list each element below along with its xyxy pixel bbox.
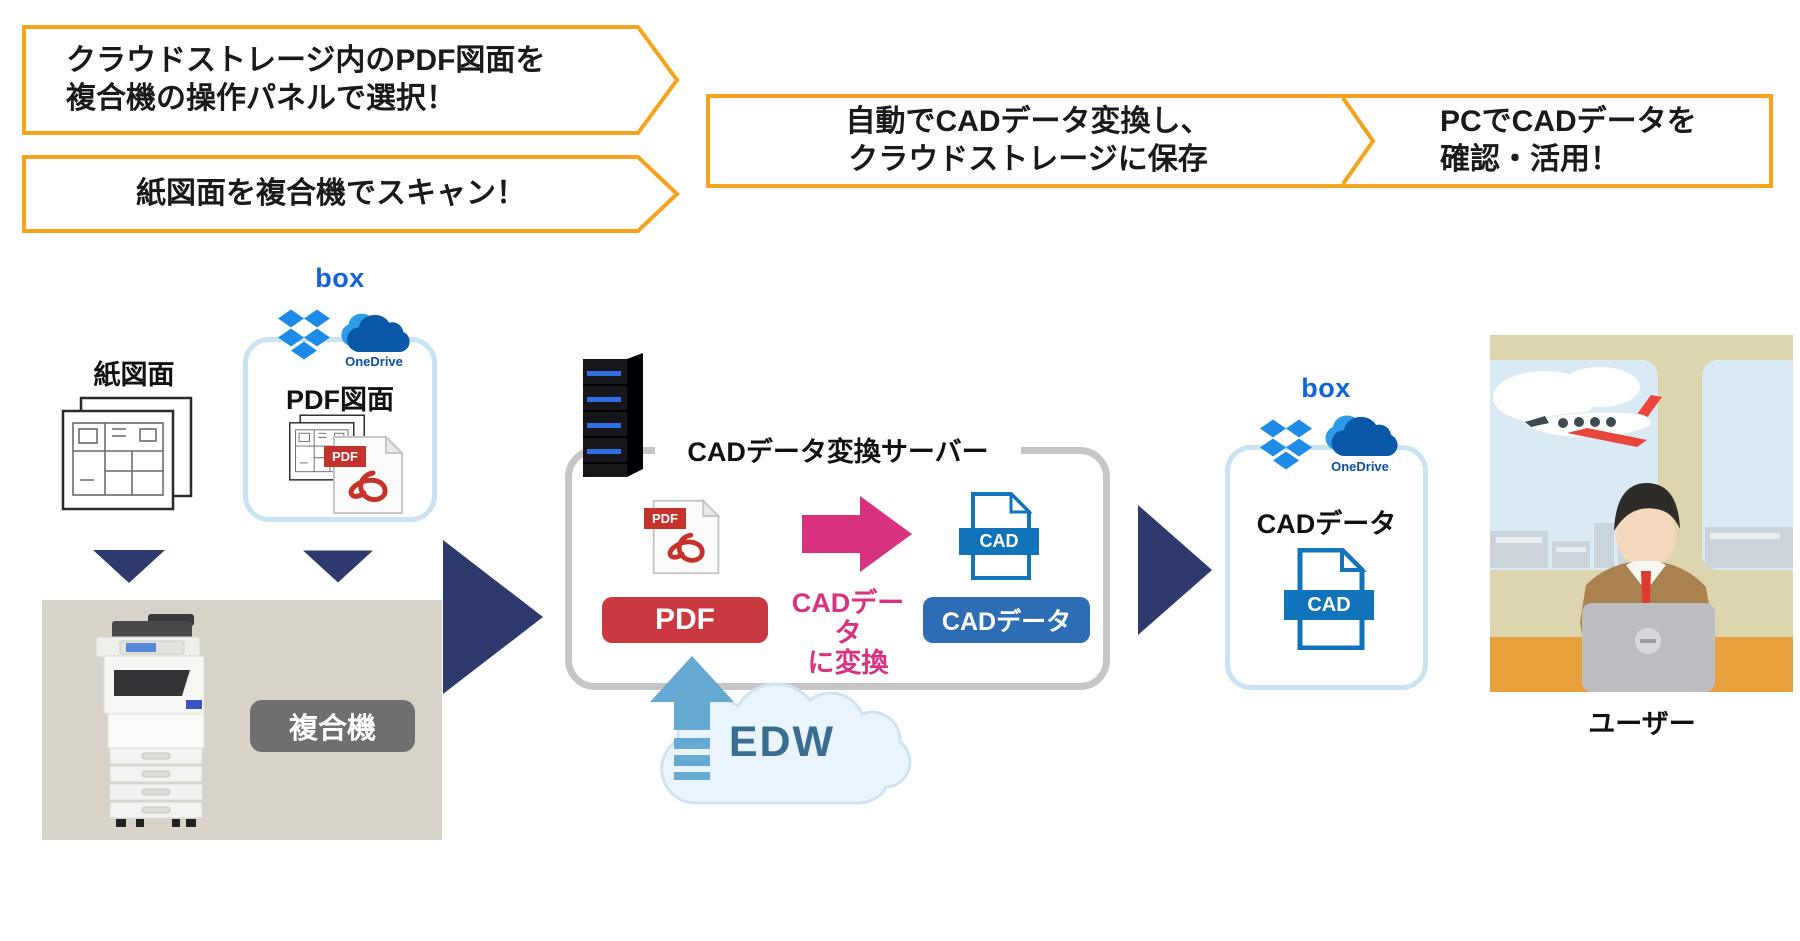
chevron-divider-icon [1341, 98, 1376, 184]
user-illustration [1490, 335, 1793, 692]
cad-data-label: CADデータ [1256, 509, 1397, 539]
box-logo: box [315, 263, 365, 293]
flow-right-arrow-icon [443, 540, 543, 694]
box-logo: box [1301, 373, 1351, 403]
onedrive-wordmark: OneDrive [345, 354, 403, 369]
callout-line: 自動でCADデータ変換し、 [845, 105, 1211, 138]
onedrive-wordmark: OneDrive [1331, 459, 1389, 474]
flow-right-arrow-icon [1138, 505, 1212, 635]
cad-server-title: CADデータ変換サーバー [655, 430, 1021, 469]
paper-drawing-label: 紙図面 [93, 360, 175, 390]
callout-convert-and-use: 自動でCADデータ変換し、 クラウドストレージに保存 PCでCADデータを 確認… [706, 94, 1773, 188]
onedrive-icon [341, 313, 410, 352]
convert-caption: CADデータ に変換 [780, 588, 916, 678]
cad-result-button: CADデータ [923, 597, 1090, 643]
callout-scan-paper-text: 紙図面を複合機でスキャン！ [136, 177, 526, 210]
upload-arrow-icon [650, 656, 734, 780]
callout-line: PCでCADデータを [1440, 105, 1697, 138]
callout-line: 確認・活用！ [1440, 143, 1620, 176]
server-icon [583, 353, 643, 477]
edw-label: EDW [728, 718, 836, 766]
down-arrow-icon [93, 550, 165, 583]
callout-select-pdf-text: クラウドストレージ内のPDF図面を 複合機の操作パネルで選択！ [66, 42, 626, 118]
dropbox-icon [278, 309, 330, 360]
callout-line: クラウドストレージに保存 [848, 143, 1208, 176]
printer-label-badge: 複合機 [250, 700, 415, 752]
convert-arrow-icon [802, 496, 912, 572]
convert-caption-line: に変換 [807, 648, 889, 678]
pdf-badge: PDF [324, 446, 366, 467]
cad-file-band: CAD [1284, 590, 1374, 620]
callout-line: 複合機の操作パネルで選択！ [66, 82, 456, 115]
window-clouds [1493, 367, 1640, 423]
callout-use-on-pc-text: PCでCADデータを 確認・活用！ [1382, 98, 1769, 184]
printer-illustration [95, 614, 205, 827]
callout-arrow-shape [22, 155, 680, 233]
pdf-drawings-label: PDF図面 [286, 385, 394, 415]
pdf-badge: PDF [644, 508, 686, 529]
onedrive-icon [1325, 415, 1398, 457]
callout-auto-convert-text: 自動でCADデータ変換し、 クラウドストレージに保存 [710, 98, 1346, 184]
laptop-icon [1582, 603, 1715, 692]
down-arrow-icon [303, 550, 373, 583]
callout-line: クラウドストレージ内のPDF図面を [66, 44, 546, 77]
pdf-source-button: PDF [602, 597, 768, 643]
paper-drawing-sheets-icon [61, 396, 193, 511]
cad-file-band: CAD [959, 528, 1039, 555]
buildings-highlights [1496, 533, 1780, 552]
callout-select-pdf: クラウドストレージ内のPDF図面を 複合機の操作パネルで選択！ [22, 25, 682, 135]
user-label: ユーザー [1588, 709, 1696, 739]
airplane-icon [1521, 395, 1662, 447]
callout-arrow-shape [22, 25, 680, 135]
callout-scan-paper: 紙図面を複合機でスキャン！ [22, 155, 682, 233]
convert-caption-line: CADデータ [791, 588, 905, 648]
dropbox-icon [1260, 419, 1312, 470]
